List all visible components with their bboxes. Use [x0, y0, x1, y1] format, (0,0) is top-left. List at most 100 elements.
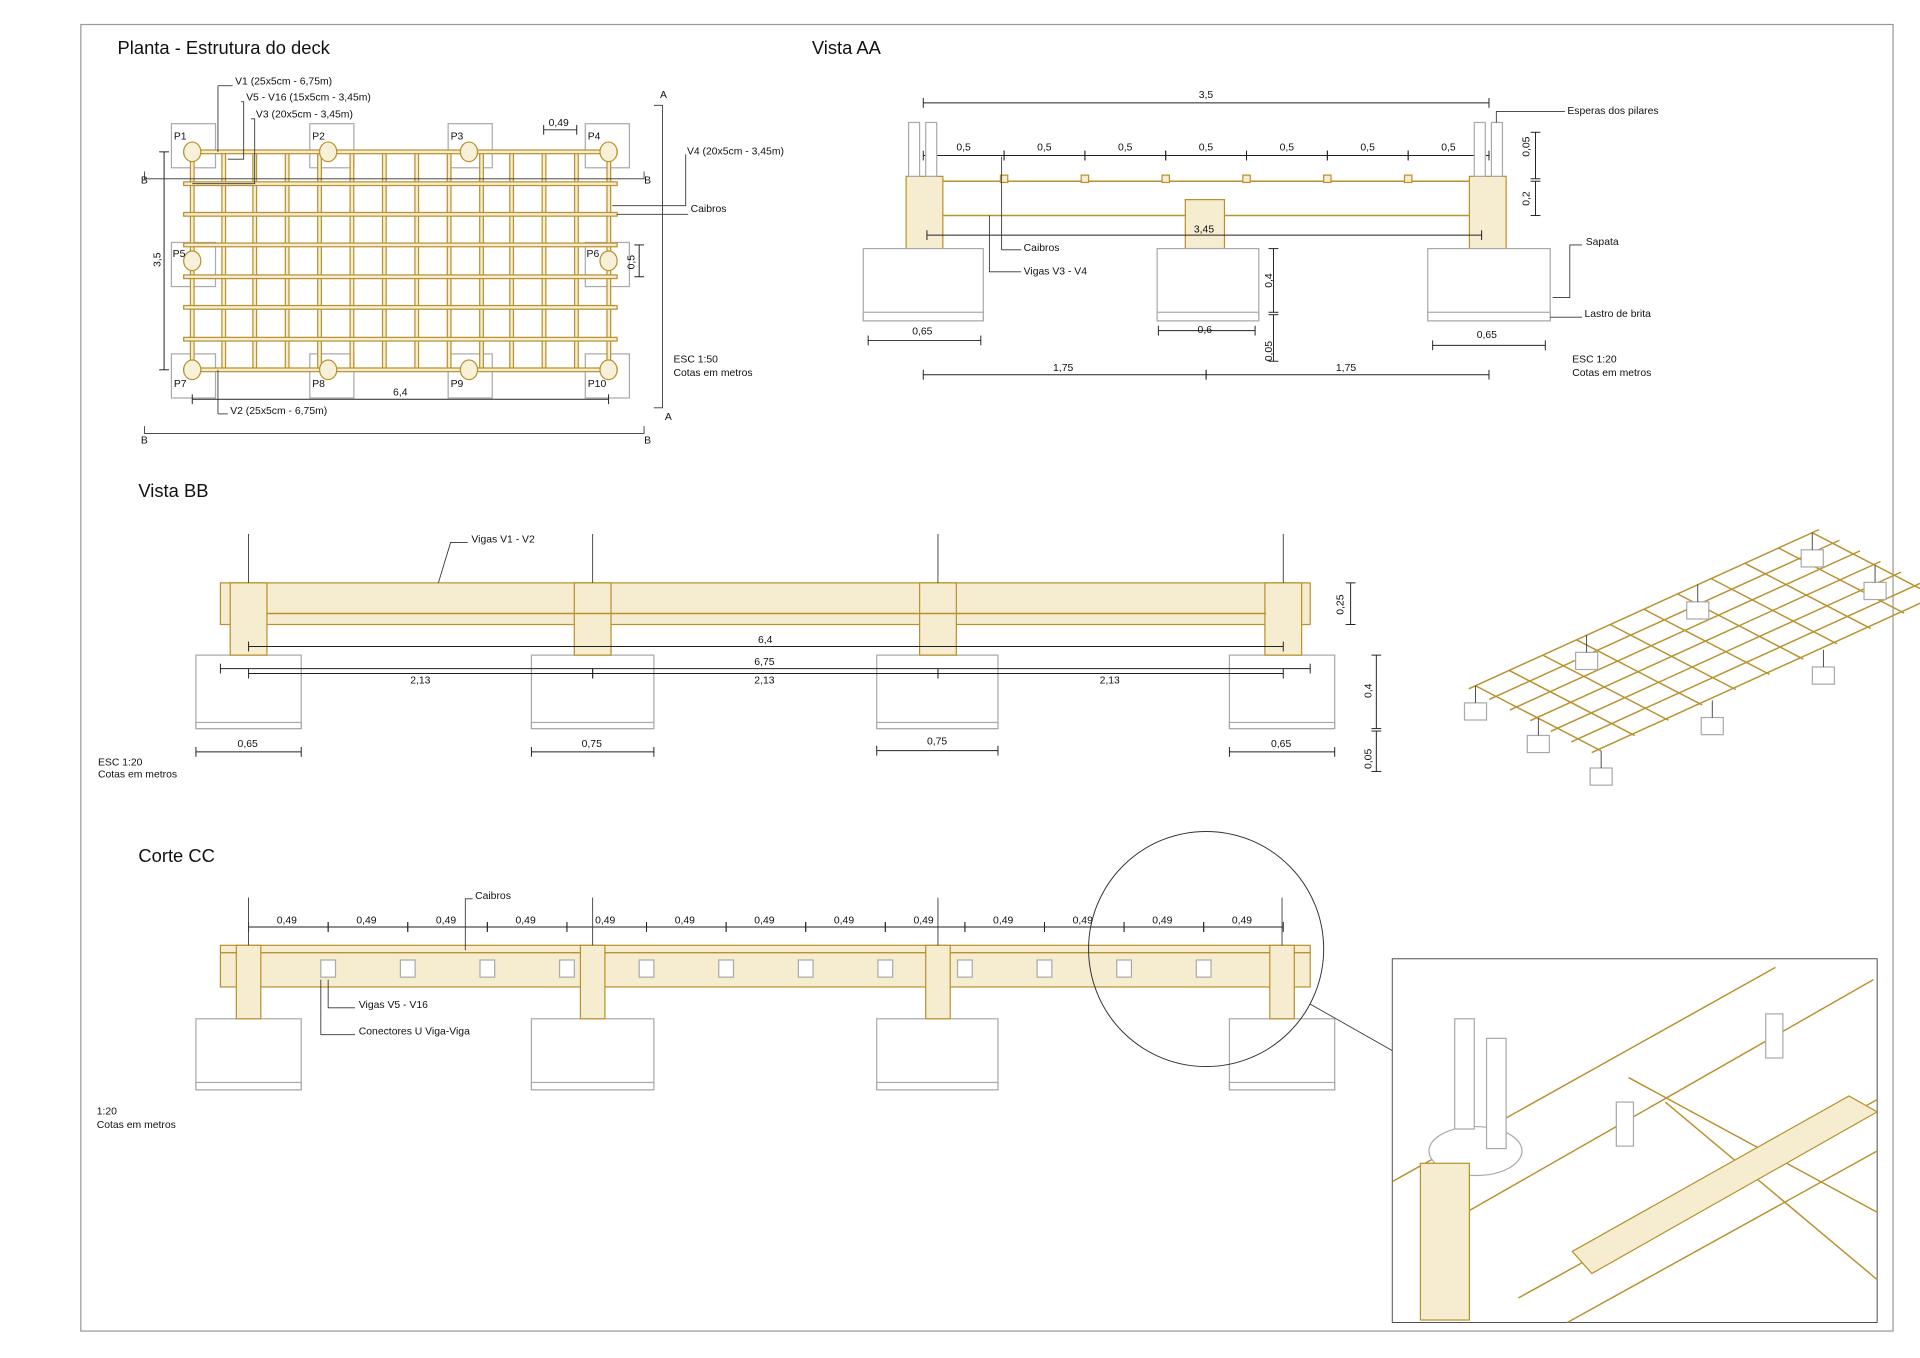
- section-cc-spacing-labels: 0,49 0,49 0,49 0,49 0,49 0,49 0,49 0,49 …: [277, 915, 1253, 926]
- section-cc-title: Corte CC: [138, 845, 215, 866]
- caibro: [183, 181, 618, 187]
- lastro-brita: [876, 721, 999, 730]
- dim-spacing: 0,5: [1199, 143, 1214, 154]
- caibro-section: [1403, 174, 1413, 184]
- pillar-circle: [599, 141, 618, 163]
- label-vigas: Vigas V5 - V16: [359, 1000, 428, 1011]
- dim-height: 0,2: [1521, 191, 1532, 206]
- lastro-brita: [876, 1081, 999, 1091]
- pillar-column: [905, 175, 944, 251]
- iso-caibro: [1529, 560, 1881, 722]
- dim-span: 1,75: [1053, 363, 1073, 374]
- units-label: Cotas em metros: [1572, 368, 1651, 379]
- dim-length: 6,4: [393, 388, 408, 399]
- dim-span: 2,13: [754, 675, 774, 686]
- pillar-circle: [459, 359, 479, 381]
- footing-width: 0,65: [912, 326, 932, 337]
- pillar-circle: [183, 141, 202, 163]
- iso-joist: [1778, 547, 1905, 614]
- section-marker-b: B: [644, 435, 651, 446]
- pillar-anchor: [1490, 121, 1504, 177]
- view-bb-geometry: [195, 533, 1382, 772]
- dim-spacing: 0,49: [436, 915, 456, 926]
- dim-beam-height: 0,25: [1335, 594, 1346, 614]
- caibro: [183, 242, 618, 248]
- beam-v1-v2: [219, 582, 1311, 626]
- u-connector: [1116, 959, 1133, 978]
- pillar-label: P7: [174, 379, 187, 390]
- section-marker-a: A: [665, 412, 672, 423]
- leader-line: [327, 979, 356, 1009]
- section-cc: Corte CC 0,49 0,49 0,49 0,49 0,49 0,49 0…: [97, 830, 1393, 1131]
- pillar-label: P9: [451, 379, 464, 390]
- label-caibros: Caibros: [691, 204, 727, 215]
- plan-view: Planta - Estrutura do deck V1 (25x5cm - …: [118, 37, 784, 446]
- u-connector: [718, 959, 735, 978]
- units-label: Cotas em metros: [673, 368, 752, 379]
- dim-width: 3,5: [152, 252, 163, 267]
- iso-joist: [1508, 669, 1636, 737]
- leader-line: [192, 118, 256, 185]
- sapata-footing: [862, 247, 984, 322]
- label-v1: V1 (25x5cm - 6,75m): [235, 77, 332, 88]
- lastro-brita: [195, 1081, 302, 1091]
- detail-beam-edge: [1566, 1150, 1878, 1324]
- dim-total: 3,5: [1199, 90, 1214, 101]
- dim-spacing: 0,49: [516, 915, 536, 926]
- sapata-footing: [1427, 247, 1551, 322]
- lastro-brita: [1156, 311, 1260, 322]
- connection-detail-view: [1391, 958, 1879, 1324]
- sapata-footing: [876, 1018, 999, 1091]
- leader-line: [437, 542, 468, 584]
- u-connector: [1195, 959, 1212, 978]
- detail-beam-edge: [1444, 978, 1874, 1226]
- pillar-label: P1: [174, 132, 187, 143]
- label-vigas: Vigas V1 - V2: [471, 534, 535, 545]
- pillar-column: [579, 944, 606, 1020]
- units-label: Cotas em metros: [98, 770, 177, 781]
- dim-lastro: 0,05: [1363, 749, 1374, 769]
- footing-width: 0,65: [1477, 330, 1497, 341]
- pillar-label: P5: [173, 249, 186, 260]
- detail-anchor-plate: [1454, 1018, 1475, 1130]
- footing-width: 0,75: [582, 739, 602, 750]
- u-connector: [797, 959, 814, 978]
- u-connector: [320, 959, 337, 978]
- beam-v1-v2: [183, 367, 618, 373]
- detail-callout-leader: [1309, 1003, 1393, 1052]
- pillar-anchor: [1473, 121, 1486, 177]
- pillar-circle: [599, 359, 618, 381]
- view-bb-title: Vista BB: [138, 480, 208, 501]
- iso-footing: [1863, 581, 1887, 601]
- pillar-label: P4: [588, 132, 601, 143]
- dim-footing-height: 0,4: [1264, 273, 1275, 288]
- lastro-brita: [195, 721, 302, 730]
- pillar-column: [925, 944, 951, 1020]
- section-line-a: [653, 104, 663, 409]
- dim-spacing: 0,49: [834, 915, 854, 926]
- pillar-anchor: [925, 121, 938, 177]
- iso-caibro: [1509, 550, 1861, 711]
- pillar-circle: [459, 141, 479, 163]
- beam-v1-v2: [183, 149, 618, 155]
- dim-spacing: 0,5: [1037, 143, 1052, 154]
- footing-width: 0,65: [238, 739, 258, 750]
- dim-spacing: 0,49: [595, 915, 615, 926]
- caibro: [183, 304, 618, 310]
- iso-caibro: [1591, 602, 1920, 754]
- label-conectores: Conectores U Viga-Viga: [359, 1027, 470, 1038]
- pillar-label: P3: [451, 132, 464, 143]
- label-v2: V2 (25x5cm - 6,75m): [230, 406, 327, 417]
- pillar-column: [1269, 944, 1295, 1020]
- u-connector: [956, 959, 973, 978]
- scale-label: ESC 1:20: [1572, 354, 1617, 365]
- caibro: [183, 211, 618, 217]
- dim-lastro: 0,05: [1264, 341, 1275, 361]
- lastro-brita: [1427, 311, 1551, 322]
- pillar-column: [1468, 175, 1507, 251]
- scale-label: ESC 1:20: [98, 757, 143, 768]
- dim-span: 2,13: [1100, 675, 1120, 686]
- section-marker-b: B: [141, 176, 148, 187]
- pillar-circle: [318, 359, 338, 381]
